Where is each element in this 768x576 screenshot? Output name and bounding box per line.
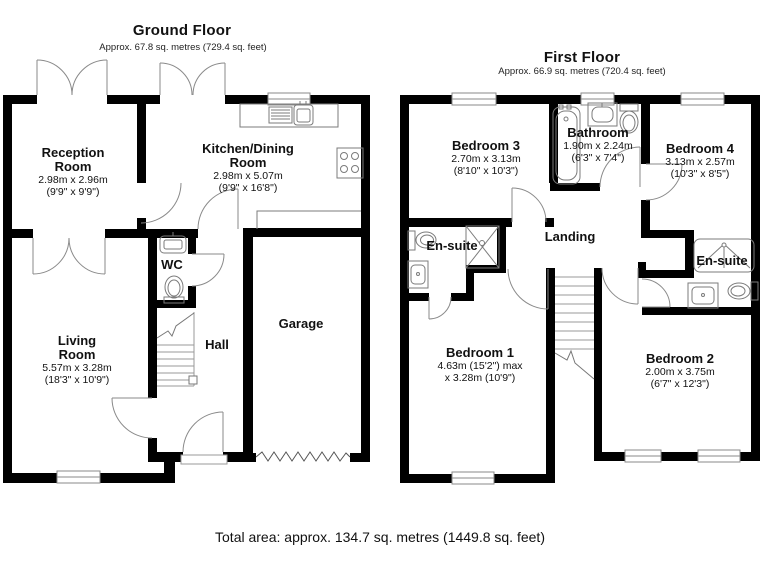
ground-windows (56, 92, 311, 484)
bathtub-icon (552, 104, 581, 185)
shower-icon (693, 238, 755, 273)
bathroom-fixtures (552, 102, 639, 185)
sink-icon (687, 282, 719, 309)
wc-sink-icon (159, 232, 187, 254)
kitchen-sink-icon (293, 101, 314, 126)
ensuite-right-fixtures (687, 238, 759, 309)
first-floor-area: Approx. 66.9 sq. metres (720.4 sq. feet) (498, 66, 666, 77)
first-windows (451, 92, 741, 485)
toilet-icon (407, 230, 437, 251)
ground-doors (32, 59, 239, 453)
room-label-bathroom: Bathroom 1.90m x 2.24m (6'3" x 7'4") (563, 125, 633, 164)
hob-icon (336, 147, 364, 179)
room-label-ensuite-right: En-suite (696, 253, 748, 268)
room-label-wc: WC (161, 257, 183, 272)
kitchen-fixtures (239, 101, 364, 229)
front-door-threshold (180, 454, 228, 465)
room-label-ensuite-left: En-suite (426, 238, 478, 253)
bathroom-toilet-icon (619, 103, 639, 134)
first-floor-plan (400, 92, 760, 485)
ground-walls (3, 95, 370, 483)
first-floor-title: First Floor (543, 49, 621, 66)
room-label-living: Living Room 5.57m x 3.28m (18'3" x 10'9"… (42, 333, 112, 386)
room-label-reception: Reception Room 2.98m x 2.96m (9'9" x 9'9… (38, 145, 108, 198)
shower-icon (465, 225, 500, 269)
kitchen-area-line (256, 210, 361, 229)
total-area-line: Total area: approx. 134.7 sq. metres (14… (215, 529, 545, 545)
ground-floor-area: Approx. 67.8 sq. metres (729.4 sq. feet) (99, 42, 267, 53)
wc-fixtures (159, 232, 187, 304)
toilet-icon (727, 281, 759, 301)
ground-floor-plan (3, 59, 370, 484)
room-label-kitchen: Kitchen/Dining Room 2.98m x 5.07m (9'9" … (202, 141, 294, 194)
first-doors (428, 146, 683, 320)
sink-icon (407, 260, 429, 289)
room-label-bedroom1: Bedroom 1 4.63m (15'2") max x 3.28m (10'… (437, 345, 523, 384)
ground-floor-title: Ground Floor (132, 22, 232, 39)
room-label-landing: Landing (544, 229, 596, 244)
room-label-bedroom3: Bedroom 3 2.70m x 3.13m (8'10" x 10'3") (451, 138, 521, 177)
room-label-bedroom2: Bedroom 2 2.00m x 3.75m (6'7" x 12'3") (645, 351, 715, 390)
room-label-hall: Hall (205, 337, 229, 352)
room-label-bedroom4: Bedroom 4 3.13m x 2.57m (10'3" x 8'5") (665, 141, 735, 180)
drainer-icon (268, 106, 293, 124)
room-label-garage: Garage (278, 316, 324, 331)
first-walls (400, 95, 760, 483)
wc-toilet-icon (163, 275, 185, 304)
bathroom-sink-icon (587, 102, 618, 127)
garage-door-zigzag (255, 451, 351, 462)
first-stairs-icon (554, 276, 595, 380)
ground-stairs-icon (156, 312, 198, 387)
ensuite-left-fixtures (407, 225, 500, 289)
